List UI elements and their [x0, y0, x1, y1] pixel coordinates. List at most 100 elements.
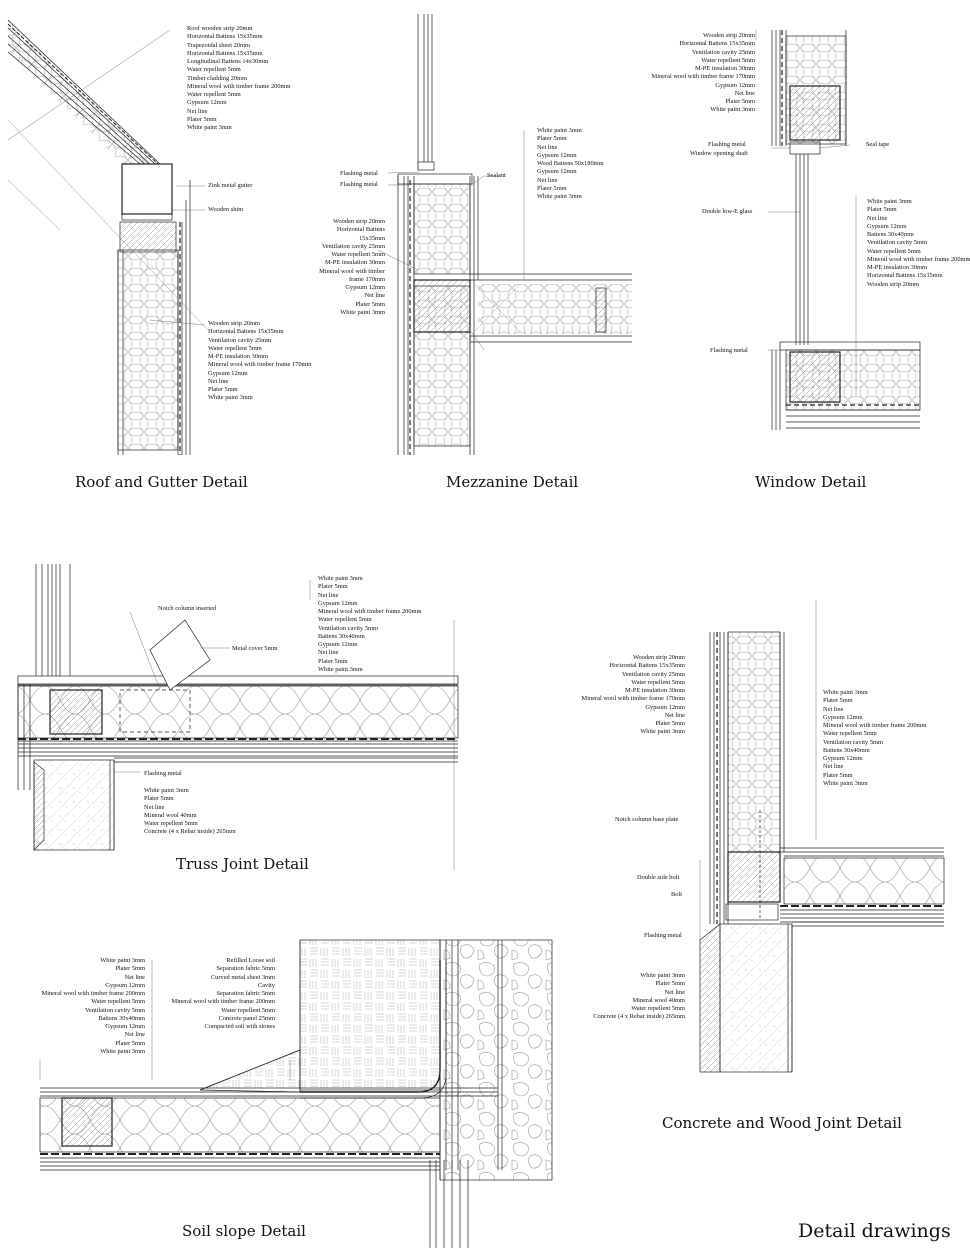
layer-label: Net line	[664, 711, 685, 719]
layer-label: Wooden strip 20mm	[332, 218, 385, 225]
layer-label: Net line	[318, 591, 339, 599]
layer-label: Roof wooden strip 20mm	[187, 25, 253, 32]
layer-label: Wooden strip 20mm	[867, 280, 920, 288]
layer-label: Plater 5mm	[318, 657, 348, 665]
window-bottom-layer-list: White paint 3mm Plater 5mm Net line Gyps…	[867, 198, 970, 289]
layer-label: Water repellent 5mm	[318, 616, 372, 624]
layer-label: Mineral wool 40mm	[632, 996, 685, 1004]
layer-label: White paint 3mm	[340, 308, 385, 316]
layer-label: Net line	[823, 705, 844, 713]
roof-top-layer-list: Roof wooden strip 20mm Horizontal Batten…	[187, 25, 290, 132]
layer-label: White paint 3mm	[100, 1047, 145, 1055]
notch-column-label: Notch column inserted	[158, 605, 217, 612]
page-title: Detail drawings	[798, 1220, 951, 1242]
layer-label: Plater 5mm	[115, 965, 145, 973]
layer-label: Battens 30x40mm	[823, 746, 870, 754]
soil-slope-drawing	[39, 939, 553, 1248]
layer-label: Net line	[734, 89, 755, 97]
window-shaft-label: Window opening shaft	[690, 150, 748, 157]
layer-label: Gypsum 12mm	[537, 168, 577, 176]
mezz-left-layer-list: Wooden strip 20mm Horizontal Battens 15x…	[306, 218, 385, 317]
layer-label: White paint 3mm	[144, 787, 189, 794]
layer-label: Net line	[537, 176, 558, 184]
truss-drawing	[17, 564, 459, 870]
layer-label: Net line	[318, 649, 339, 657]
layer-label: Mineral wool with timber frame 200mm	[823, 722, 927, 729]
layer-label: Net line	[867, 214, 888, 222]
layer-label: Wooden strip 20mm	[702, 32, 755, 39]
roof-gutter-drawing	[7, 19, 209, 455]
layer-label: M-PE insulation 30mm	[624, 687, 685, 694]
layer-label: Battens 30x40mm	[318, 632, 365, 640]
layer-label: Plater 5mm	[318, 583, 348, 591]
window-top-layer-list: Wooden strip 20mm Horizontal Battens 15x…	[632, 32, 755, 115]
layer-label: Ventilation cavity 5mm	[823, 738, 883, 746]
layer-label: Horizontal Battens 15x35mm	[208, 328, 284, 336]
mezz-right-layer-list: White paint 3mm Plater 5mm Net line Gyps…	[537, 127, 604, 201]
layer-label: Mineral wool with timber frame 200mm	[187, 82, 291, 90]
layer-label: Mineral wool with timber frame 170mm	[208, 361, 312, 369]
layer-label: Ventilation cavity 25mm	[691, 48, 755, 56]
concrete-right-layer-list: White paint 3mm Plater 5mm Net line Gyps…	[823, 689, 926, 788]
layer-label: White paint 3mm	[537, 193, 582, 200]
layer-label: Horizontal Battens 15x35mm	[187, 49, 263, 57]
layer-label: Horizontal Battens 15x35mm	[867, 272, 943, 280]
layer-label: Water repellent 5mm	[631, 678, 685, 686]
layer-label: Net line	[124, 1031, 145, 1039]
layer-label: Mineral wool with timber frame 170mm	[651, 73, 755, 81]
layer-label: Concrete (4 x Rebar inside) 265mm	[144, 828, 236, 836]
layer-label: Water repellent 5mm	[187, 91, 241, 98]
layer-label: Water repellent 5mm	[221, 1006, 275, 1014]
concrete-bottom-layer-list: White paint 3mm Plater 5mm Net line Mine…	[578, 972, 685, 1022]
layer-label: Gypsum 12mm	[105, 1023, 145, 1030]
layer-label: Cavity	[257, 981, 275, 989]
layer-label: Plater 5mm	[655, 980, 685, 988]
layer-label: Wooden strip 20mm	[632, 654, 685, 661]
layer-label: frame 170mm	[348, 275, 385, 283]
layer-label: Ventilation cavity 5mm	[867, 239, 927, 247]
window-flashing-label: Flashing metal	[708, 141, 746, 148]
layer-label: White paint 3mm	[187, 124, 232, 131]
layer-label: Plater 5mm	[187, 115, 217, 123]
layer-label: Gypsum 12mm	[208, 369, 248, 377]
layer-label: Curved metal sheet 3mm	[210, 973, 275, 981]
layer-label: Compacted soil with stones	[204, 1023, 275, 1030]
concrete-left-layer-list: Wooden strip 20mm Horizontal Battens 15x…	[568, 654, 685, 737]
soil-mid-layer-list: Refilled Loose soil Separation fabric 5m…	[160, 957, 275, 1031]
layer-label: Concrete (4 x Rebar inside) 265mm	[593, 1013, 685, 1021]
layer-label: Longitudinal Battens 14x30mm	[187, 58, 269, 65]
layer-label: Mineral wool 40mm	[144, 811, 197, 819]
layer-label: White paint 3mm	[823, 779, 868, 787]
layer-label: Timber cladding 20mm	[187, 74, 248, 82]
double-bolt-label: Double side bolt	[637, 874, 680, 881]
gutter-label: Zink metal gutter	[208, 182, 253, 189]
layer-label: Battens 30x40mm	[867, 231, 914, 238]
layer-label: Separation fabric 5mm	[216, 990, 275, 997]
layer-label: Water repellent 5mm	[631, 1005, 685, 1012]
layer-label: M-PE insulation 30mm	[208, 353, 269, 360]
soil-left-layer-list: White paint 3mm Plater 5mm Net line Gyps…	[30, 957, 145, 1056]
layer-label: Trapezoidal sheet 20mm	[187, 41, 250, 49]
layer-label: Refilled Loose soil	[226, 957, 275, 964]
layer-label: Mineral wool with timber frame 200mm	[41, 990, 145, 997]
layer-label: Water repellent 5mm	[701, 56, 755, 64]
layer-label: Plater 5mm	[208, 386, 238, 393]
layer-label: M-PE insulation 30mm	[694, 65, 755, 72]
layer-label: White paint 3mm	[318, 665, 363, 673]
layer-label: Gypsum 12mm	[187, 99, 227, 107]
window-detail-title: Window Detail	[755, 473, 867, 491]
layer-label: 15x35mm	[359, 234, 385, 242]
layer-label: Water repellent 5mm	[208, 344, 262, 352]
concrete-detail-title: Concrete and Wood Joint Detail	[662, 1114, 902, 1132]
layer-label: Ventilation cavity 5mm	[318, 624, 378, 632]
layer-label: Horizontal Battens 15x35mm	[609, 662, 685, 670]
layer-label: Plater 5mm	[115, 1039, 145, 1047]
layer-label: Gypsum 12mm	[318, 599, 358, 607]
layer-label: Gypsum 12mm	[867, 222, 907, 230]
layer-label: Plater 5mm	[867, 206, 897, 214]
layer-label: Ventilation cavity 5mm	[85, 1006, 145, 1014]
truss-top-layer-list: White paint 3mm Plater 5mm Net line Gyps…	[318, 575, 421, 674]
window-flashing-bottom-label: Flashing metal	[710, 347, 748, 354]
layer-label: Mineral wool with timber frame 200mm	[867, 255, 970, 263]
layer-label: Ventilation cavity 25mm	[208, 336, 272, 344]
